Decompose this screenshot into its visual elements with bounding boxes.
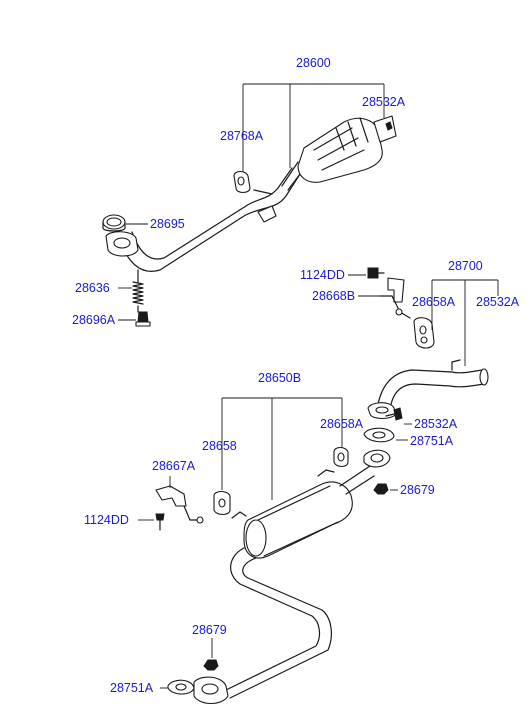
center-pipe-assembly — [367, 359, 489, 420]
label-1124DD-low: 1124DD — [84, 513, 129, 527]
label-28532A-mid: 28532A — [476, 295, 520, 309]
label-28636: 28636 — [75, 281, 110, 295]
spring-28636 — [132, 269, 144, 313]
label-28751A-bottom: 28751A — [110, 681, 154, 695]
label-1124DD-top: 1124DD — [300, 268, 345, 282]
label-28696A: 28696A — [72, 313, 116, 327]
label-28532A-low: 28532A — [414, 417, 458, 431]
label-28695: 28695 — [150, 217, 185, 231]
gasket-28751A-right — [363, 427, 395, 443]
bolt-28532A-mid — [385, 407, 403, 421]
muffler-assembly — [193, 449, 391, 705]
label-28658: 28658 — [202, 439, 237, 453]
bolt-1124DD-low — [155, 513, 165, 531]
rubber-hanger-28658A-low — [333, 446, 349, 468]
leaders-28700 — [348, 274, 499, 441]
nut-28679-bottom — [203, 659, 219, 671]
label-28700: 28700 — [448, 259, 483, 273]
label-28658A-low: 28658A — [320, 417, 364, 431]
pipe-bracket — [257, 205, 277, 223]
label-28668B: 28668B — [312, 289, 355, 303]
rubber-hanger-28658A-mid — [413, 317, 435, 349]
leaders-28650B — [138, 397, 398, 689]
label-28532A-top: 28532A — [362, 95, 406, 109]
front-pipe-flange — [105, 231, 139, 257]
label-28600: 28600 — [296, 56, 331, 70]
label-28679-right: 28679 — [400, 483, 435, 497]
hanger-bracket-28668B — [379, 277, 411, 319]
label-28658A-mid: 28658A — [412, 295, 456, 309]
rubber-hanger-28768A — [233, 170, 251, 194]
bolt-28696A — [135, 311, 151, 327]
nut-28679-right — [373, 483, 389, 495]
gasket-ring-28695 — [102, 214, 126, 232]
bolt-1124DD-top — [367, 267, 385, 279]
label-28679-bottom: 28679 — [192, 623, 227, 637]
label-28751A-right: 28751A — [410, 434, 454, 448]
label-28768A: 28768A — [220, 129, 264, 143]
leaders-28600 — [118, 83, 385, 321]
label-28650B: 28650B — [258, 371, 301, 385]
gasket-28751A-bottom — [167, 679, 195, 695]
front-pipe-assembly — [117, 115, 397, 272]
bracket-28667A — [155, 485, 204, 524]
label-28667A: 28667A — [152, 459, 196, 473]
rubber-hanger-28658 — [213, 490, 231, 516]
part-labels: 28600 28532A 28768A 28695 28636 28696A 1… — [72, 56, 520, 695]
catalytic-converter — [297, 117, 383, 183]
